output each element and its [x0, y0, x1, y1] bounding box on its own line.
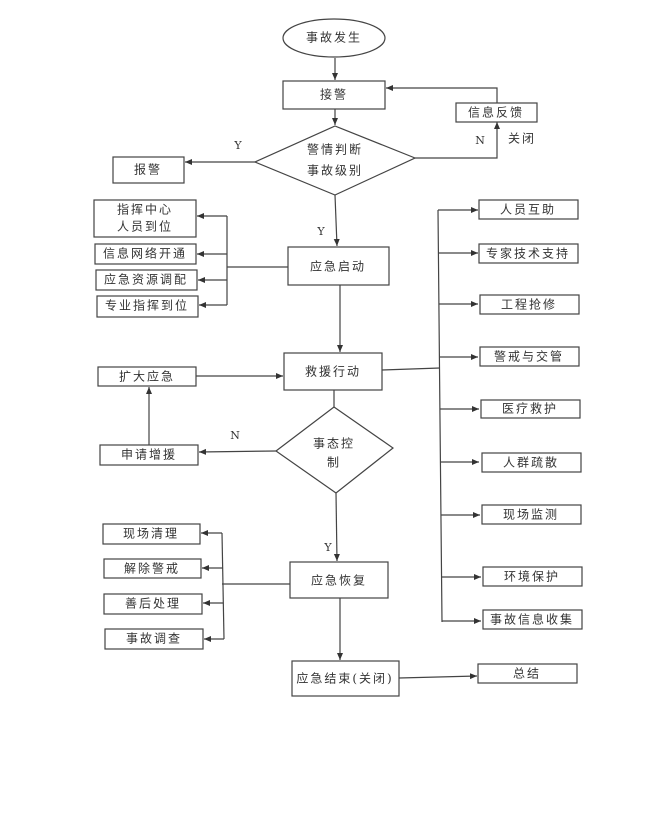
no-label: N: [475, 134, 485, 147]
start-node: 事故发生: [282, 18, 386, 58]
yes-label: Y: [233, 139, 242, 152]
rescue-box: 救援行动: [283, 352, 383, 391]
rescue-action: 医疗救护: [480, 399, 581, 419]
feedback-label: 信息反馈: [468, 105, 524, 120]
control-label-1: 事态控: [313, 437, 355, 451]
start-action: 专业指挥到位: [96, 295, 199, 318]
rescue-action-label: 环境保护: [504, 569, 560, 584]
connectors: [146, 58, 500, 680]
start-action-label: 信息网络开通: [103, 246, 187, 261]
control-label-2: 制: [327, 456, 341, 470]
expand-label: 扩大应急: [119, 369, 175, 384]
rescue-action: 环境保护: [482, 566, 583, 587]
rescue-action: 人群疏散: [481, 452, 582, 473]
reinforce-box: 申请增援: [99, 444, 199, 466]
rescue-action-label: 警戒与交管: [494, 349, 564, 364]
recover-action-label: 解除警戒: [124, 561, 180, 576]
yes-label: Y: [323, 541, 332, 554]
emergency-start-box: 应急启动: [287, 246, 390, 286]
reinforce-label: 申请增援: [121, 448, 177, 462]
recover-box: 应急恢复: [289, 561, 389, 599]
expand-box: 扩大应急: [97, 366, 197, 387]
start-action-label: 专业指挥到位: [105, 298, 189, 313]
rescue-action-label: 人群疏散: [503, 455, 559, 470]
close-label: 关闭: [508, 132, 536, 146]
start-action-label: 应急资源调配: [104, 272, 188, 287]
recover-action-label: 善后处理: [125, 596, 181, 611]
alarm-box: 报警: [112, 156, 185, 184]
alarm-label: 报警: [134, 162, 162, 177]
emergency-start-label: 应急启动: [310, 259, 366, 274]
start-action: 指挥中心 人员到位: [93, 199, 197, 238]
recover-action: 善后处理: [103, 593, 203, 615]
rescue-action: 事故信息收集: [482, 609, 583, 630]
rescue-action-label: 人员互助: [500, 203, 556, 217]
rescue-action-label: 事故信息收集: [490, 612, 574, 627]
recover-action-label: 现场清理: [123, 527, 179, 541]
recover-label: 应急恢复: [311, 573, 367, 588]
rescue-action: 警戒与交管: [479, 346, 580, 367]
rescue-action-label: 专家技术支持: [486, 246, 570, 261]
rescue-action: 现场监测: [481, 504, 582, 525]
rescue-action-label: 现场监测: [503, 508, 559, 522]
rescue-action-label: 医疗救护: [502, 401, 558, 416]
start-action-label: 人员到位: [117, 219, 173, 234]
start-action: 应急资源调配: [95, 269, 198, 291]
judge-label-1: 警情判断: [307, 142, 363, 157]
control-diamond: 事态控 制: [274, 406, 395, 494]
judge-diamond: 警情判断 事故级别: [253, 125, 417, 196]
end-box: 应急结束(关闭): [291, 660, 400, 697]
judge-label-2: 事故级别: [307, 163, 363, 178]
yes-label: Y: [316, 225, 325, 238]
end-label: 应急结束(关闭): [296, 671, 393, 686]
recover-action-label: 事故调查: [126, 631, 182, 646]
start-action: 信息网络开通: [94, 243, 197, 265]
rescue-action: 工程抢修: [479, 294, 580, 315]
receive-box: 接警: [282, 80, 386, 110]
rescue-action: 专家技术支持: [478, 243, 579, 264]
start-action-label: 指挥中心: [117, 202, 173, 217]
summary-box: 总结: [477, 663, 578, 684]
feedback-box: 信息反馈: [455, 102, 538, 123]
rescue-action: 人员互助: [478, 199, 579, 220]
recover-action: 现场清理: [102, 523, 201, 545]
summary-label: 总结: [513, 667, 541, 681]
no-label: N: [230, 429, 240, 442]
recover-action: 解除警戒: [103, 558, 202, 579]
rescue-action-label: 工程抢修: [501, 297, 557, 312]
start-node-label: 事故发生: [306, 30, 362, 45]
receive-label: 接警: [320, 87, 348, 102]
rescue-label: 救援行动: [305, 364, 361, 379]
recover-action: 事故调查: [104, 628, 204, 650]
